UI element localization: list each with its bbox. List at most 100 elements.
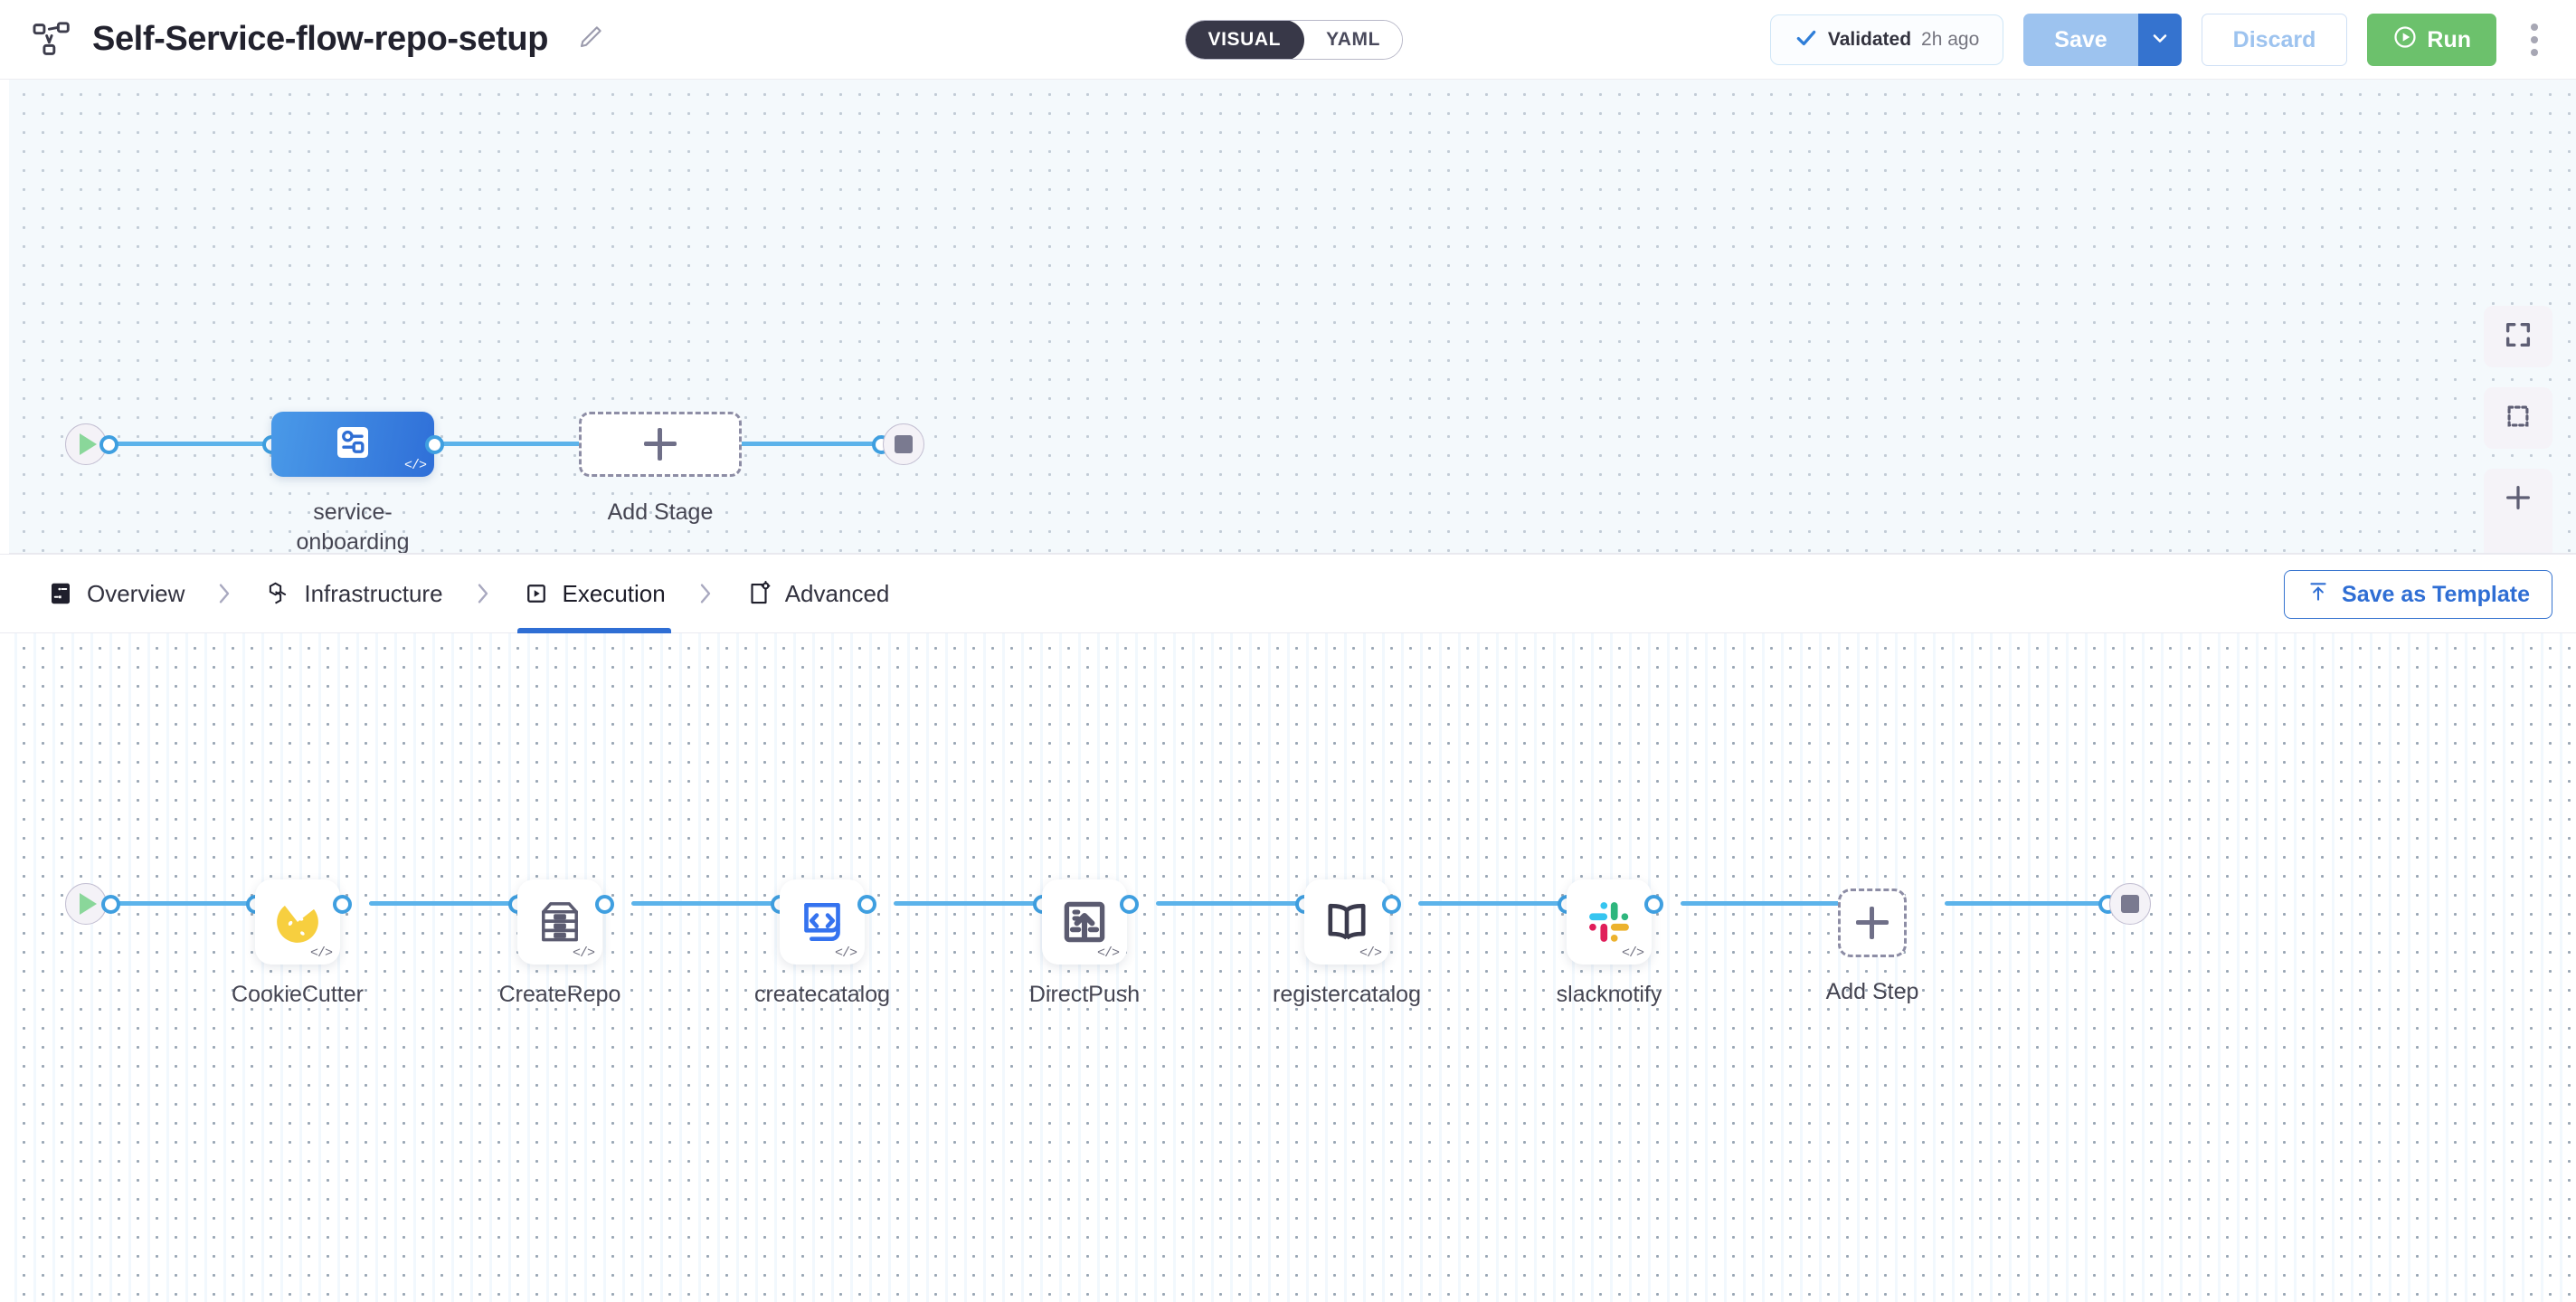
header-left-group: Self-Service-flow-repo-setup [0,20,604,59]
stage-end-node[interactable] [883,423,924,465]
cookiecutter-icon [272,897,323,947]
tab-execution[interactable]: Execution [516,554,671,633]
overview-icon [47,580,74,607]
code-document-icon [797,897,848,947]
run-button[interactable]: Run [2367,14,2496,66]
step-node-createcatalog[interactable]: </> [780,879,865,965]
tab-overview[interactable]: Overview [42,554,190,633]
open-book-icon [1321,897,1372,947]
play-icon [80,893,97,915]
advanced-icon [745,580,772,607]
stage-config-tabbar: Overview Infrastructure [0,554,2576,633]
tab-label: Infrastructure [304,579,443,607]
code-badge: </> [1096,946,1120,961]
fit-to-screen-button[interactable] [2484,306,2552,367]
minus-icon [2503,544,2533,554]
step-node-directpush[interactable]: </> [1042,879,1127,965]
stage-connector-1 [107,442,279,446]
tab-list: Overview Infrastructure [0,554,895,633]
upload-template-icon [2306,580,2330,610]
add-step-button[interactable] [1838,889,1907,957]
step-label-cookiecutter: CookieCutter [232,982,364,1007]
step-connector-7 [1945,901,2117,906]
step-out-port-directpush[interactable] [1120,895,1139,914]
zoom-controls[interactable] [2484,469,2552,554]
app-header: Self-Service-flow-repo-setup VISUAL YAML [0,0,2576,80]
step-node-slacknotify[interactable]: </> [1567,879,1652,965]
run-label: Run [2427,26,2471,52]
play-circle-icon [2392,24,2418,56]
stage-start-port[interactable] [99,435,118,454]
toggle-visual[interactable]: VISUAL [1186,21,1305,59]
step-canvas[interactable]: </> CookieCutter </> CreateRepo [9,633,2576,1302]
stage-connector-3 [716,442,881,446]
tab-label: Execution [562,579,666,607]
zoom-out-button[interactable] [2484,530,2552,554]
step-connector-0 [109,901,253,906]
step-start-port[interactable] [101,895,120,914]
chevron-right-icon [449,579,517,608]
step-connector-5 [1418,901,1581,906]
code-badge: </> [309,946,333,961]
step-start-node[interactable] [65,883,107,925]
execution-icon [523,580,550,607]
save-as-template-button[interactable]: Save as Template [2284,570,2552,619]
stage-out-port[interactable] [425,435,444,454]
header-actions: Validated 2h ago Save Discard [1769,0,2552,80]
kebab-menu-icon[interactable] [2516,14,2552,66]
code-badge: </> [1621,946,1644,961]
stage-canvas[interactable]: </> service- onboarding Add Stage [9,80,2576,554]
add-step-label: Add Step [1825,979,1919,1004]
push-upload-icon [1059,897,1110,947]
step-label-registercatalog: registercatalog [1273,982,1421,1007]
stop-icon [895,435,913,453]
slack-icon [1584,897,1634,947]
add-stage-label: Add Stage [607,499,714,525]
toggle-yaml[interactable]: YAML [1304,21,1403,59]
repo-drawer-icon [535,897,585,947]
step-label-directpush: DirectPush [1028,982,1141,1007]
zoom-in-button[interactable] [2484,469,2552,530]
pencil-icon[interactable] [568,24,604,55]
step-out-port-slacknotify[interactable] [1644,895,1663,914]
tab-advanced[interactable]: Advanced [740,554,895,633]
plus-icon [2503,482,2533,518]
pipeline-icon [33,21,72,58]
left-edge-strip [0,80,9,1302]
tab-label: Overview [87,579,185,607]
step-connector-3 [894,901,1056,906]
view-mode-toggle[interactable]: VISUAL YAML [1185,20,1404,60]
code-badge: </> [403,458,427,473]
status-badge: Validated 2h ago [1769,14,2004,65]
stage-canvas-controls[interactable] [2484,306,2552,554]
save-dropdown-button[interactable] [2137,14,2182,66]
step-connector-1 [369,901,532,906]
validated-label: Validated [1827,29,1912,50]
validated-timestamp: 2h ago [1921,29,1980,50]
select-area-button[interactable] [2484,387,2552,449]
stage-node-service-onboarding[interactable]: </> [271,412,434,477]
step-node-cookiecutter[interactable]: </> [255,879,340,965]
chevron-right-icon [190,579,259,608]
step-end-node[interactable] [2109,883,2151,925]
tab-infrastructure[interactable]: Infrastructure [259,554,448,633]
step-node-registercatalog[interactable]: </> [1304,879,1389,965]
marquee-icon [2503,401,2533,436]
chevron-down-icon [2149,27,2171,53]
step-connector-6 [1681,901,1851,906]
stop-icon [2121,895,2139,913]
save-button[interactable]: Save [2023,14,2138,66]
step-out-port-createrepo[interactable] [595,895,614,914]
discard-button[interactable]: Discard [2201,14,2348,66]
step-out-port-createcatalog[interactable] [857,895,876,914]
add-stage-button[interactable] [579,412,742,477]
step-out-port-cookiecutter[interactable] [333,895,352,914]
step-out-port-registercatalog[interactable] [1382,895,1401,914]
save-split-button[interactable]: Save [2023,14,2182,66]
play-icon [80,433,97,455]
chevron-right-icon [671,579,740,608]
code-badge: </> [1359,946,1382,961]
step-label-createcatalog: createcatalog [753,982,891,1007]
step-node-createrepo[interactable]: </> [517,879,602,965]
